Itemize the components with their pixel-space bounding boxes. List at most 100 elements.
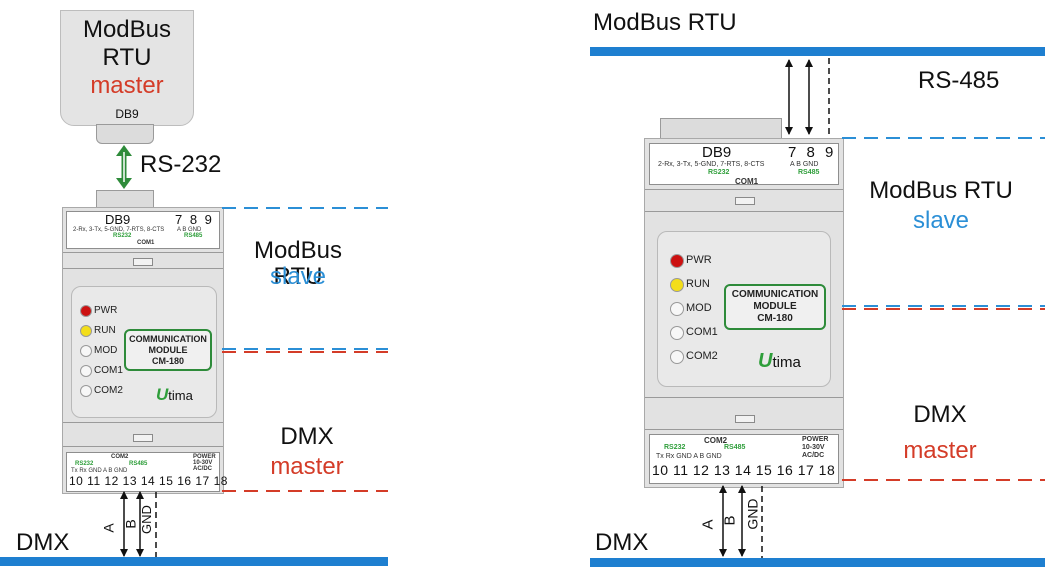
right-bottom-rs232-tag: RS232 [664, 444, 686, 451]
left-dmx-master-line1: DMX [280, 423, 334, 450]
left-com1-label: COM1 [137, 240, 155, 246]
cm-line-3: CM-180 [757, 313, 793, 324]
left-db9-label: DB9 [105, 212, 131, 227]
left-led-com2 [80, 385, 92, 397]
left-led-run-label: RUN [94, 325, 116, 336]
left-led-mod [80, 345, 92, 357]
right-com1-label: COM1 [735, 177, 759, 186]
right-bottom-pin-names: Tx Rx GND A B GND [656, 453, 722, 460]
right-led-run-label: RUN [686, 278, 710, 290]
left-led-com1 [80, 365, 92, 377]
right-bottom-rs485-tag: RS485 [724, 444, 746, 451]
right-rs485-label: RS-485 [918, 67, 1000, 94]
right-led-mod-label: MOD [686, 302, 712, 314]
right-top-pin-names: A B GND [790, 161, 819, 168]
right-led-run [670, 278, 684, 292]
left-dmx-master-line2: master [270, 453, 344, 480]
left-slave-label-line1: ModBus RTU [253, 237, 343, 290]
right-dmx-bus-label: DMX [595, 529, 649, 556]
right-top-terminal-block: DB9 7 8 9 2-Rx, 3-Tx, 5-GND, 7-RTS, 8-CT… [649, 143, 839, 185]
right-power-line2: 10-30V [802, 444, 825, 451]
left-led-mod-label: MOD [94, 345, 118, 356]
right-led-com1-label: COM1 [686, 326, 718, 338]
modbus-master-box: ModBus RTU master DB9 [60, 10, 194, 126]
cm-line-3: CM-180 [151, 356, 184, 366]
brand-name: tima [168, 388, 193, 403]
left-dmx-bus-label: DMX [16, 529, 70, 556]
left-power-line2: 10-30V [193, 460, 213, 466]
right-cm180-module: DB9 7 8 9 2-Rx, 3-Tx, 5-GND, 7-RTS, 8-CT… [644, 138, 844, 488]
left-top-pins: 7 8 9 [175, 212, 214, 227]
right-modbus-bus [590, 47, 1045, 56]
right-rs232-tag: RS232 [708, 169, 730, 176]
cm-line-1: COMMUNICATION [731, 289, 819, 300]
left-led-pwr-label: PWR [94, 305, 118, 316]
right-dmx-master-line2: master [903, 437, 977, 464]
right-bottom-terminal-block: COM2 RS232 RS485 POWER 10-30V AC/DC Tx R… [649, 434, 839, 484]
right-cm180-label-box: COMMUNICATION MODULE CM-180 [724, 284, 826, 330]
left-bottom-rs485-tag: RS485 [129, 461, 148, 467]
left-power-line1: POWER [193, 454, 216, 460]
right-led-com1 [670, 326, 684, 340]
right-modbus-bus-label: ModBus RTU [593, 9, 737, 36]
right-slave-label-line2: slave [912, 207, 970, 234]
left-front-panel: PWR RUN MOD COM1 COM2 COMMUNICATION MODU… [71, 286, 217, 418]
left-led-com1-label: COM1 [94, 365, 123, 376]
left-slave-label-line2: slave [269, 263, 327, 290]
right-wire-label-gnd: GND [744, 498, 761, 530]
right-pinout-text: 2-Rx, 3-Tx, 5-GND, 7-RTS, 8-CTS [658, 161, 765, 168]
left-bottom-pin-names: Tx Rx GND A B GND [71, 468, 128, 474]
left-rs232-label: RS-232 [140, 151, 222, 178]
left-top-pin-names: A B GND [177, 227, 202, 233]
left-bottom-pins: 10 11 12 13 14 15 16 17 18 [69, 474, 228, 488]
master-label-line2: RTU [102, 44, 152, 71]
left-cm180-module: DB9 7 8 9 2-Rx, 3-Tx, 5-GND, 7-RTS, 8-CT… [62, 207, 227, 494]
left-rs485-tag: RS485 [184, 233, 203, 239]
brand-name: tima [772, 354, 801, 371]
right-power-line1: POWER [802, 436, 829, 443]
left-brand-logo: Utima [156, 385, 193, 405]
right-led-pwr-label: PWR [686, 254, 712, 266]
left-pinout-text: 2-Rx, 3-Tx, 5-GND, 7-RTS, 8-CTS [73, 227, 165, 233]
right-rs485-tag: RS485 [798, 169, 820, 176]
left-led-pwr [80, 305, 92, 317]
master-label-line3: master [90, 72, 164, 99]
right-led-mod [670, 302, 684, 316]
master-port-label: DB9 [115, 107, 139, 121]
right-db9-label: DB9 [702, 144, 732, 161]
right-wire-label-a: A [699, 519, 717, 530]
right-led-pwr [670, 254, 684, 268]
right-dmx-bus [590, 558, 1045, 567]
brand-mark: U [156, 385, 169, 404]
right-led-com2-label: COM2 [686, 350, 718, 362]
right-power-line3: AC/DC [802, 452, 825, 459]
right-top-pins: 7 8 9 [788, 144, 837, 161]
master-db9-connector [96, 124, 154, 144]
brand-mark: U [758, 350, 773, 372]
master-label-line1: ModBus [82, 16, 172, 43]
right-front-panel: PWR RUN MOD COM1 COM2 COMMUNICATION MODU… [657, 231, 831, 387]
left-power-line3: AC/DC [193, 466, 212, 472]
right-brand-logo: Utima [758, 350, 801, 373]
right-wire-label-b: B [721, 515, 739, 526]
cm-line-2: MODULE [148, 345, 188, 355]
right-bottom-pins: 10 11 12 13 14 15 16 17 18 [652, 462, 836, 478]
left-led-com2-label: COM2 [94, 385, 123, 396]
left-bottom-terminal-block: COM2 RS232 RS485 POWER 10-30V AC/DC Tx R… [66, 452, 227, 492]
left-rs232-tag: RS232 [113, 233, 132, 239]
right-led-com2 [670, 350, 684, 364]
cm-line-2: MODULE [753, 301, 797, 312]
right-dmx-master-line1: DMX [913, 401, 967, 428]
cm-line-1: COMMUNICATION [129, 334, 207, 344]
left-led-run [80, 325, 92, 337]
left-bottom-rs232-tag: RS232 [75, 461, 94, 467]
left-top-terminal-block: DB9 7 8 9 2-Rx, 3-Tx, 5-GND, 7-RTS, 8-CT… [66, 211, 220, 249]
right-com2-label: COM2 [704, 436, 728, 445]
left-com2-label: COM2 [111, 454, 129, 460]
left-cm180-label-box: COMMUNICATION MODULE CM-180 [124, 329, 212, 371]
left-dmx-bus [0, 557, 388, 566]
right-slave-label-line1: ModBus RTU [869, 177, 1013, 204]
